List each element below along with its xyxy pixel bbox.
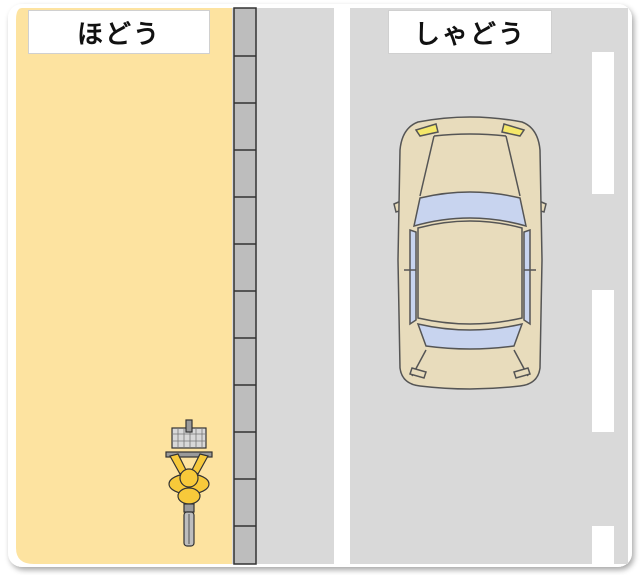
cyclist-top-view-icon [165, 419, 213, 547]
sidewalk-area [16, 8, 232, 564]
center-line [334, 8, 350, 564]
scene-contents [16, 7, 628, 566]
car-top-view-icon [393, 116, 547, 390]
curb [233, 7, 257, 565]
roadway-label: しゃどう [388, 10, 552, 54]
sidewalk-label: ほどう [28, 10, 210, 54]
lane-dashes [592, 52, 614, 566]
